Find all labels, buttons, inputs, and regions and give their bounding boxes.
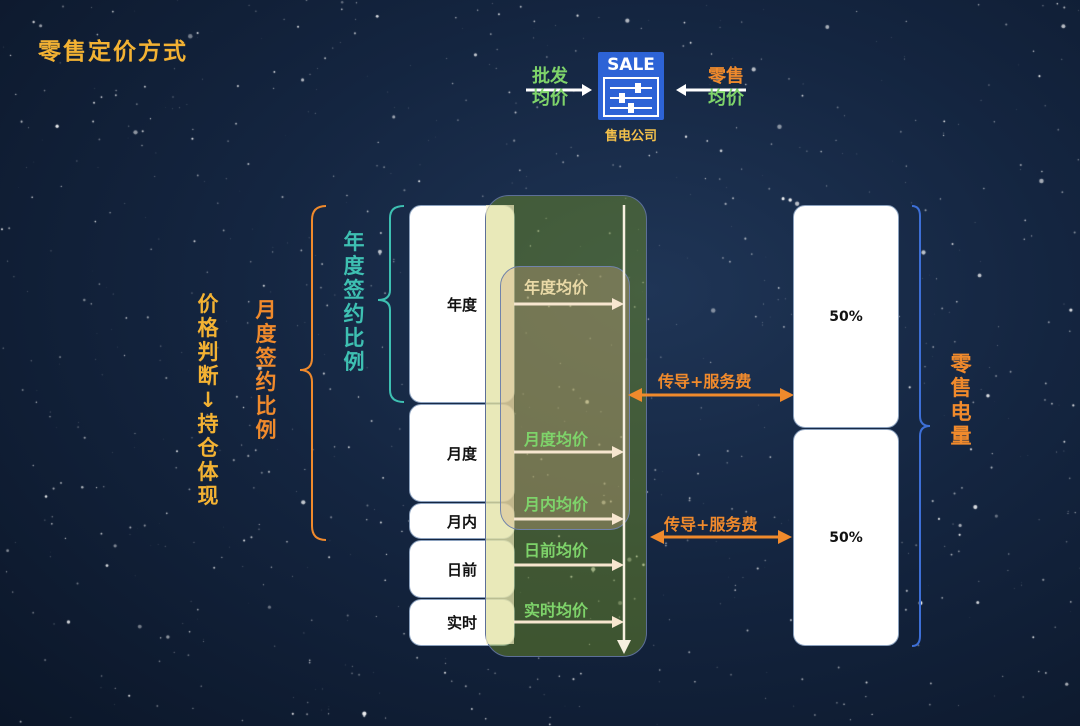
aggregate-down-arrow [617, 205, 631, 654]
sale-icon-group: SALE 售电公司 [526, 52, 746, 144]
vertical-char: 体 [197, 460, 219, 484]
vertical-char: 签 [343, 278, 365, 302]
retail-volume-bracket [911, 205, 931, 647]
annual-bracket [377, 205, 405, 403]
vertical-char: 约 [255, 370, 277, 394]
wholesale-arrow [526, 84, 592, 96]
vertical-char: 现 [197, 484, 219, 508]
wholesale-label: 批发 均价 [524, 66, 576, 110]
sale-icon-caption: 售电公司 [605, 128, 657, 144]
right-label: 零售电量 [947, 352, 975, 448]
vertical-char: 价 [197, 292, 219, 316]
vertical-char: 持 [197, 412, 219, 436]
vertical-char: 格 [197, 316, 219, 340]
vertical-char: 电 [950, 400, 972, 424]
vertical-char: 判 [197, 340, 219, 364]
vertical-char: 仓 [197, 436, 219, 460]
left-label-inner: 年度签约比例 [340, 230, 368, 374]
monthly-bracket [299, 205, 327, 541]
vertical-char: 月 [255, 298, 277, 322]
retail-arrow [676, 84, 746, 96]
vertical-char: 比 [343, 326, 365, 350]
vertical-char: 例 [343, 350, 365, 374]
page-title: 零售定价方式 [38, 38, 188, 65]
retail-share-box-bottom: 50% [793, 429, 899, 646]
retail-share-box-top: 50% [793, 205, 899, 428]
retail-label-line1: 零售 [708, 66, 744, 87]
contract-price-panel [500, 266, 630, 530]
vertical-char: 比 [255, 394, 277, 418]
vertical-char: 度 [343, 254, 365, 278]
wholesale-label-line1: 批发 [532, 66, 568, 87]
sale-icon-label: SALE [607, 55, 655, 75]
sale-icon: SALE [598, 52, 664, 120]
dayahead-price-label: 日前均价 [524, 541, 589, 560]
vertical-char: 量 [950, 424, 972, 448]
retail-label: 零售 均价 [700, 66, 752, 110]
intramonth-price-label: 月内均价 [524, 495, 589, 514]
vertical-char: 年 [343, 230, 365, 254]
wholesale-label-line2: 均价 [532, 88, 568, 109]
vertical-char: 例 [255, 418, 277, 442]
vertical-char: ↓ [199, 388, 217, 412]
fee-label-top: 传导+服务费 [658, 372, 752, 391]
vertical-char: 售 [950, 376, 972, 400]
realtime-price-label: 实时均价 [524, 601, 589, 620]
left-label-outer: 价格判断↓持仓体现 [194, 292, 222, 508]
retail-label-line2: 均价 [708, 88, 744, 109]
annual-price-label: 年度均价 [524, 278, 589, 297]
vertical-char: 零 [950, 352, 972, 376]
fee-label-bottom: 传导+服务费 [664, 515, 758, 534]
left-label-middle: 月度签约比例 [252, 298, 280, 442]
vertical-char: 约 [343, 302, 365, 326]
vertical-char: 度 [255, 322, 277, 346]
vertical-char: 签 [255, 346, 277, 370]
monthly-price-label: 月度均价 [524, 430, 589, 449]
vertical-char: 断 [197, 364, 219, 388]
